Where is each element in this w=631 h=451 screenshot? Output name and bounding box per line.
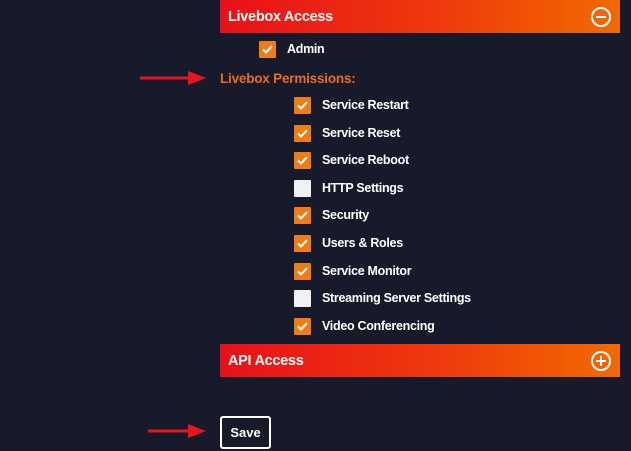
save-button[interactable]: Save [220,416,271,449]
permission-checkbox[interactable] [294,317,311,335]
permission-label: Service Restart [322,98,409,112]
minus-circle-icon[interactable] [591,6,611,27]
admin-checkbox[interactable] [259,40,276,58]
check-icon [297,101,308,110]
check-icon [297,129,308,138]
check-icon [262,45,273,54]
admin-checkbox-row[interactable]: Admin [259,40,325,58]
permission-label: Security [322,208,369,222]
permission-label: Streaming Server Settings [322,291,471,305]
check-icon [297,239,308,248]
permission-row[interactable]: Security [294,206,369,224]
admin-label: Admin [287,42,325,56]
permission-checkbox[interactable] [294,206,311,224]
permission-label: Service Monitor [322,264,412,278]
permission-checkbox[interactable] [294,96,311,114]
permission-checkbox[interactable] [294,262,311,280]
permission-row[interactable]: Streaming Server Settings [294,289,471,307]
permission-row[interactable]: Service Monitor [294,262,412,280]
permission-checkbox[interactable] [294,234,311,252]
plus-circle-icon[interactable] [591,350,611,371]
permission-row[interactable]: Video Conferencing [294,317,435,335]
permission-row[interactable]: Service Reboot [294,151,409,169]
arrow-right-icon [148,424,206,438]
check-icon [297,211,308,220]
permission-row[interactable]: Service Restart [294,96,409,114]
permission-label: Service Reset [322,126,401,140]
permission-label: HTTP Settings [322,181,404,195]
permission-row[interactable]: Service Reset [294,124,400,142]
permission-row[interactable]: HTTP Settings [294,179,404,197]
arrow-right-icon [140,71,206,85]
api-access-header[interactable]: API Access [220,344,620,377]
check-icon [297,322,308,331]
permission-checkbox[interactable] [294,151,311,169]
permission-checkbox[interactable] [294,179,311,197]
permission-label: Users & Roles [322,236,403,250]
permission-label: Service Reboot [322,153,409,167]
permission-checkbox[interactable] [294,124,311,142]
livebox-access-header[interactable]: Livebox Access [220,0,620,33]
check-icon [297,156,308,165]
permission-label: Video Conferencing [322,319,435,333]
api-access-title: API Access [228,352,304,369]
permissions-heading: Livebox Permissions: [220,71,356,86]
check-icon [297,267,308,276]
permission-checkbox[interactable] [294,289,311,307]
livebox-access-title: Livebox Access [228,8,333,25]
permission-row[interactable]: Users & Roles [294,234,403,252]
